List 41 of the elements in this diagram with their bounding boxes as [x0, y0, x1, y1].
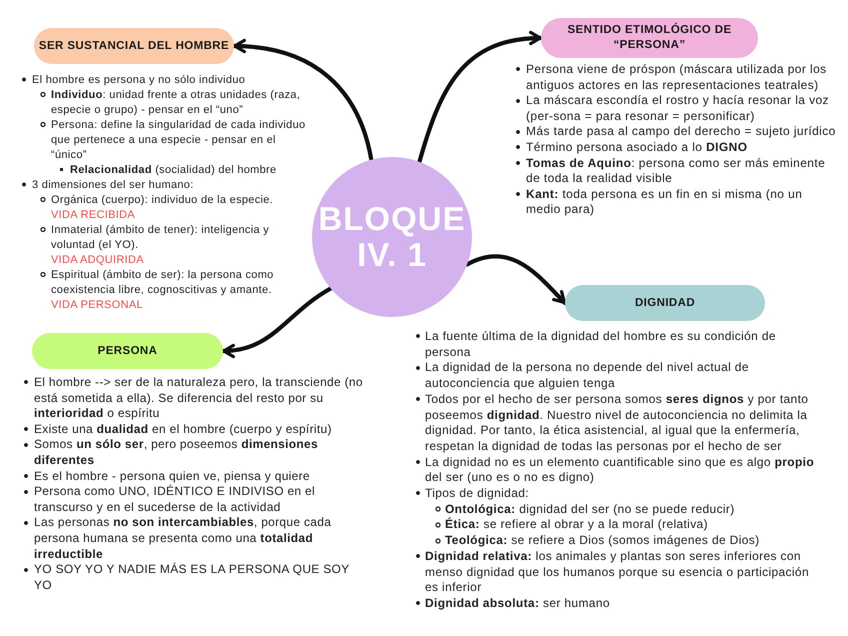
list-item: 3 dimensiones del ser humano:	[14, 178, 314, 193]
list-item: La dignidad no es un elemento cuantificable sino que es algo propio del ser (uno es o no es digno)	[410, 454, 824, 486]
topic-heading: SENTIDO ETIMOLÓGICO DE “PERSONA”	[566, 23, 733, 53]
list-item: Existe una dualidad en el hombre (cuerpo y espíritu)	[18, 422, 363, 438]
curved-arrow	[417, 31, 544, 164]
list-item: Término persona asociado a lo DIGNO	[505, 140, 840, 156]
list-item: Kant: toda persona es un fin en si misma (no un medio para)	[505, 186, 840, 218]
topic-pill	[565, 285, 765, 321]
topic-heading: SER SUSTANCIAL DEL HOMBRE	[38, 38, 230, 54]
list-item: Espiritual (ámbito de ser): la persona como coexistencia libre, cognoscitivas y amante.	[14, 268, 314, 298]
list-item: Orgánica (cuerpo): individuo de la especie.	[14, 193, 314, 208]
list-item: Tipos de dignidad:	[410, 486, 824, 502]
topic-pill	[541, 18, 758, 58]
highlight-text: VIDA RECIBIDA	[51, 208, 135, 223]
list-item: Ética: se refiere al obrar y a la moral (relativa)	[410, 517, 824, 534]
topic-pill	[32, 333, 223, 369]
list-item: Persona: define la singularidad de cada individuo que pertenece a una especie - pensar en el “único”	[14, 118, 314, 163]
list-item: Teológica: se refiere a Dios (somos imágenes de Dios)	[410, 533, 824, 549]
list-item: Ontológica: dignidad del ser (no se puede reducir)	[410, 502, 824, 518]
highlight-text: VIDA PERSONAL	[51, 298, 143, 313]
list-item: La fuente última de la dignidad del hombre es su condición de persona	[410, 329, 824, 360]
curved-arrow	[232, 39, 374, 162]
list-item: Inmaterial (ámbito de tener): inteligencia y voluntad (el YO).	[14, 223, 314, 253]
list-item: YO SOY YO Y NADIE MÁS ES LA PERSONA QUE SOY YO	[18, 562, 363, 594]
list-item: Es el hombre - persona quien ve, piensa y quiere	[18, 468, 363, 484]
topic-heading: DIGNIDAD	[634, 296, 696, 310]
topic-pill	[34, 28, 234, 64]
topic-heading: PERSONA	[98, 344, 158, 358]
list-item: Más tarde pasa al campo del derecho = sujeto jurídico	[505, 124, 840, 140]
highlight-text: VIDA ADQUIRIDA	[51, 253, 144, 268]
central-title: BLOQUE IV. 1	[317, 201, 467, 273]
list-item: El hombre es persona y no sólo individuo	[14, 73, 314, 88]
curved-arrow	[465, 254, 568, 306]
list-item: Relacionalidad (socialidad) del hombre	[14, 163, 314, 178]
curved-arrow	[220, 286, 333, 358]
list-item: Individuo: unidad frente a otras unidades (raza, especie o grupo) - pensar en el “uno”	[14, 88, 314, 118]
list-item: Dignidad absoluta: ser humano	[410, 596, 824, 612]
list-item: La máscara escondía el rostro y hacía resonar la voz (per-sona = para resonar = personificar)	[505, 93, 840, 124]
list-item: Las personas no son intercambiables, porque cada persona humana se presenta como una totalidad irreductible	[18, 515, 363, 562]
list-item: Somos un sólo ser, pero poseemos dimensiones diferentes	[18, 437, 363, 469]
list-item: Persona viene de próspon (máscara utilizada por los antiguos actores en las representaciones teatrales)	[505, 62, 840, 94]
